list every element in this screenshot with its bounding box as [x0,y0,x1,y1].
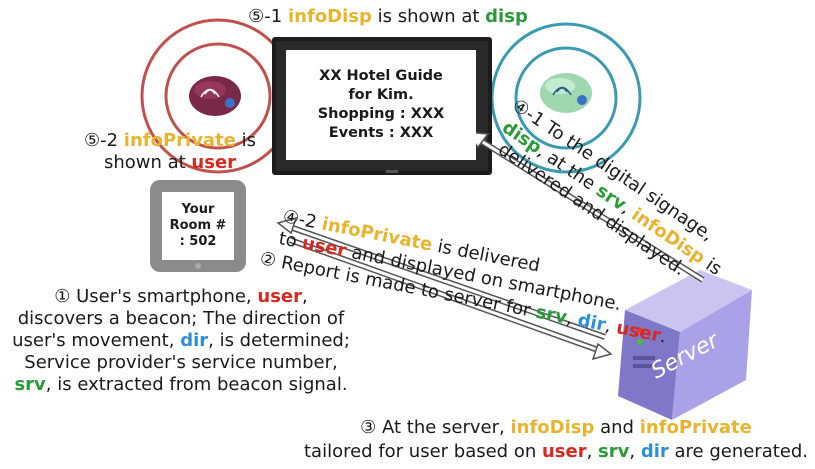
step5-2-caption: ⑤-2 infoPrivate is shown at user [60,130,280,174]
kw-srv-3: srv [14,374,46,395]
phone-line-2: Room # [169,218,227,233]
kw-infoprivate: infoPrivate [123,130,236,151]
kw-srv-2: srv [533,301,569,329]
step3-caption: ③ At the server, infoDisp and infoPrivat… [300,416,812,464]
step1-l3: user's movement, [12,330,181,351]
tv-line-1: XX Hotel Guide [319,68,443,84]
step1-l3-end: , is determined; [208,330,350,351]
kw-srv-4: srv [598,441,630,462]
step1-caption: ① User's smartphone, user, discovers a b… [2,286,360,396]
step3-l1-mid: and [594,417,640,438]
step5-1-mid: is shown at [371,6,486,27]
step5-2-mid: is [235,130,257,151]
kw-dir-2: dir [180,330,209,351]
phone-screen: Your Room # : 502 [166,197,230,255]
kw-infodisp: infoDisp [287,6,372,27]
tv-line-3: Shopping : XXX [317,106,445,122]
kw-infoprivate-3: infoPrivate [639,417,752,438]
step3-l2-end: are generated. [668,441,809,462]
kw-user-4: user [257,286,302,307]
beacon-icon-right [540,73,592,113]
arrow-phone-to-server [288,237,613,361]
server-icon [618,270,752,420]
step3-sep1: , [586,441,599,462]
step1-l2: discovers a beacon; The direction of [17,308,345,329]
step5-1-prefix: ⑤-1 [248,6,288,27]
kw-user-5: user [541,441,587,462]
kw-disp: disp [485,6,528,27]
phone-line-1: Your [181,202,215,217]
kw-infodisp-3: infoDisp [510,417,595,438]
kw-dir-3: dir [640,441,669,462]
phone-line-3: : 502 [179,234,217,249]
step3-sep2: , [629,441,641,462]
kw-dir: dir [575,309,608,336]
step1-l1-end: , [302,286,308,307]
kw-user: user [191,152,237,173]
beacon-icon-left [189,76,241,116]
step3-l2: tailored for user based on [303,441,542,462]
tv-line-4: Events : XXX [328,125,434,141]
step1-l4: Service provider's service number, [24,352,338,373]
step5-1-caption: ⑤-1 infoDisp is shown at disp [228,6,548,28]
step1-l5-end: , is extracted from beacon signal. [45,374,348,395]
step3-l1: ③ At the server, [360,417,511,438]
step5-2-line2: shown at [103,152,192,173]
tv-screen: XX Hotel Guide for Kim. Shopping : XXX E… [286,50,476,160]
arrow-server-to-phone [276,216,606,340]
step5-2-prefix: ⑤-2 [83,130,124,151]
step1-l1: ① User's smartphone, [54,286,258,307]
tv-line-2: for Kim. [348,87,414,103]
